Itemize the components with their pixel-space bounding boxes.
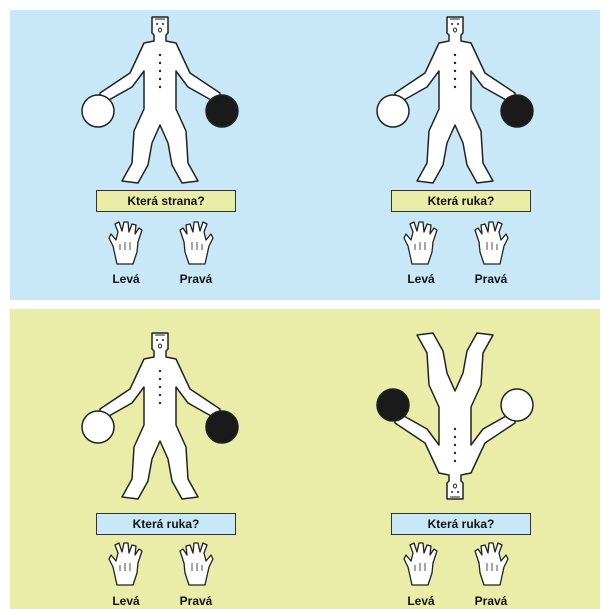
right-hand-icon[interactable]: [472, 541, 510, 587]
bottom-panel: Která ruka? Levá Pravá Která ruka? Levá …: [10, 309, 600, 609]
white-ball-icon: [501, 389, 533, 421]
standing-man-figure-icon: [80, 329, 240, 504]
left-label[interactable]: Levá: [101, 594, 151, 608]
left-label[interactable]: Levá: [396, 594, 446, 608]
left-hand-icon[interactable]: [107, 541, 145, 587]
left-hand-icon[interactable]: [402, 220, 440, 266]
left-label[interactable]: Levá: [396, 272, 446, 286]
left-hand-icon[interactable]: [107, 220, 145, 266]
right-label[interactable]: Pravá: [171, 272, 221, 286]
upside-down-man-figure-icon: [375, 329, 535, 504]
white-ball-icon: [82, 95, 114, 127]
right-label[interactable]: Pravá: [171, 594, 221, 608]
question-box[interactable]: Která ruka?: [96, 513, 236, 535]
cell-top-right: Která ruka? Levá Pravá: [305, 10, 600, 300]
cell-bottom-left: Která ruka? Levá Pravá: [10, 309, 305, 609]
right-hand-icon[interactable]: [472, 220, 510, 266]
black-ball-icon: [377, 389, 409, 421]
left-hand-icon[interactable]: [402, 541, 440, 587]
right-hand-icon[interactable]: [177, 541, 215, 587]
cell-bottom-right: Která ruka? Levá Pravá: [305, 309, 600, 609]
white-ball-icon: [377, 95, 409, 127]
standing-man-figure-icon: [375, 13, 535, 188]
white-ball-icon: [82, 411, 114, 443]
right-hand-icon[interactable]: [177, 220, 215, 266]
black-ball-icon: [206, 95, 238, 127]
left-label[interactable]: Levá: [101, 272, 151, 286]
black-ball-icon: [501, 95, 533, 127]
question-box[interactable]: Která strana?: [96, 190, 236, 212]
cell-top-left: Která strana? Levá Pravá: [10, 10, 305, 300]
top-panel: Která strana? Levá Pravá Která ruka? Lev…: [10, 10, 600, 300]
question-box[interactable]: Která ruka?: [391, 190, 531, 212]
question-box[interactable]: Která ruka?: [391, 513, 531, 535]
right-label[interactable]: Pravá: [466, 594, 516, 608]
black-ball-icon: [206, 411, 238, 443]
standing-man-figure-icon: [80, 13, 240, 188]
right-label[interactable]: Pravá: [466, 272, 516, 286]
